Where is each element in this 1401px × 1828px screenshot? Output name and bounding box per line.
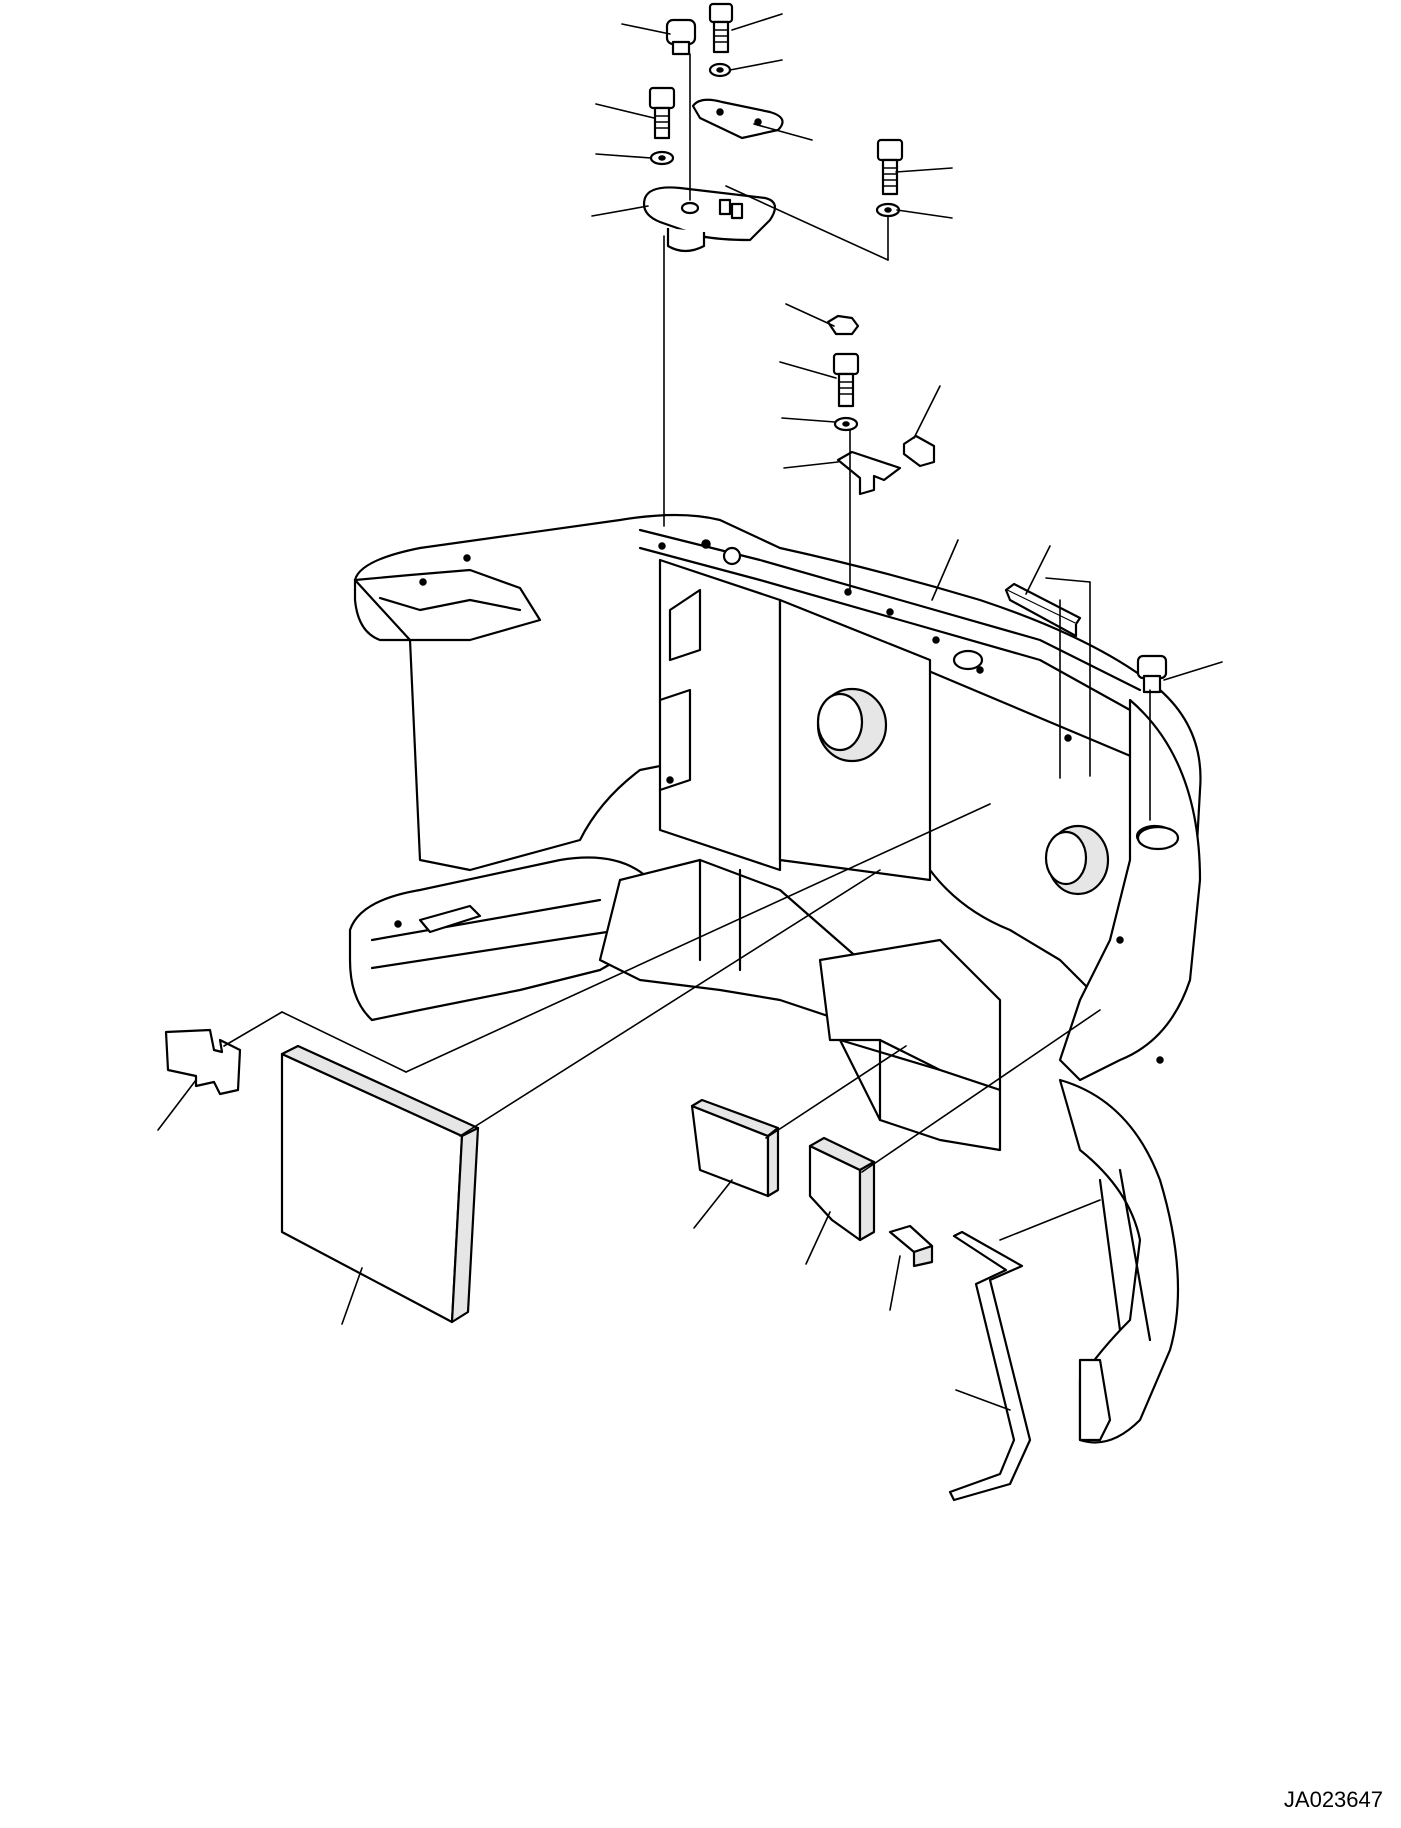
bolt-middle [832,352,860,408]
main-frame [348,513,1202,1444]
washer-top [708,62,732,78]
washer-left-upper [649,150,675,166]
channel-strip [1004,582,1082,638]
cover-plate-small [691,98,784,140]
leader-lines [157,13,1223,1411]
drawing-code-label: JA023647 [1283,1787,1383,1812]
long-bent-rod [948,1230,1032,1502]
top-bolt [708,2,734,54]
assembly-lines [223,53,1151,1241]
mounting-plate [642,186,777,253]
washer-right-upper [875,202,901,218]
large-insulation-panel [280,1044,480,1324]
side-plate-left [164,1028,242,1096]
hex-nut [826,314,860,336]
bolt-right-upper [876,138,904,196]
right-cap-bolt [1136,654,1168,694]
top-cap-bolt [665,18,697,56]
small-block [888,1224,934,1268]
floor-hole [1136,825,1180,851]
bolt-left-upper [648,86,676,140]
washer-middle [833,416,859,432]
pad-center-left [690,1098,780,1198]
bracket [836,450,902,496]
pad-center-right [808,1136,876,1242]
rubber-pad-small [902,434,936,468]
